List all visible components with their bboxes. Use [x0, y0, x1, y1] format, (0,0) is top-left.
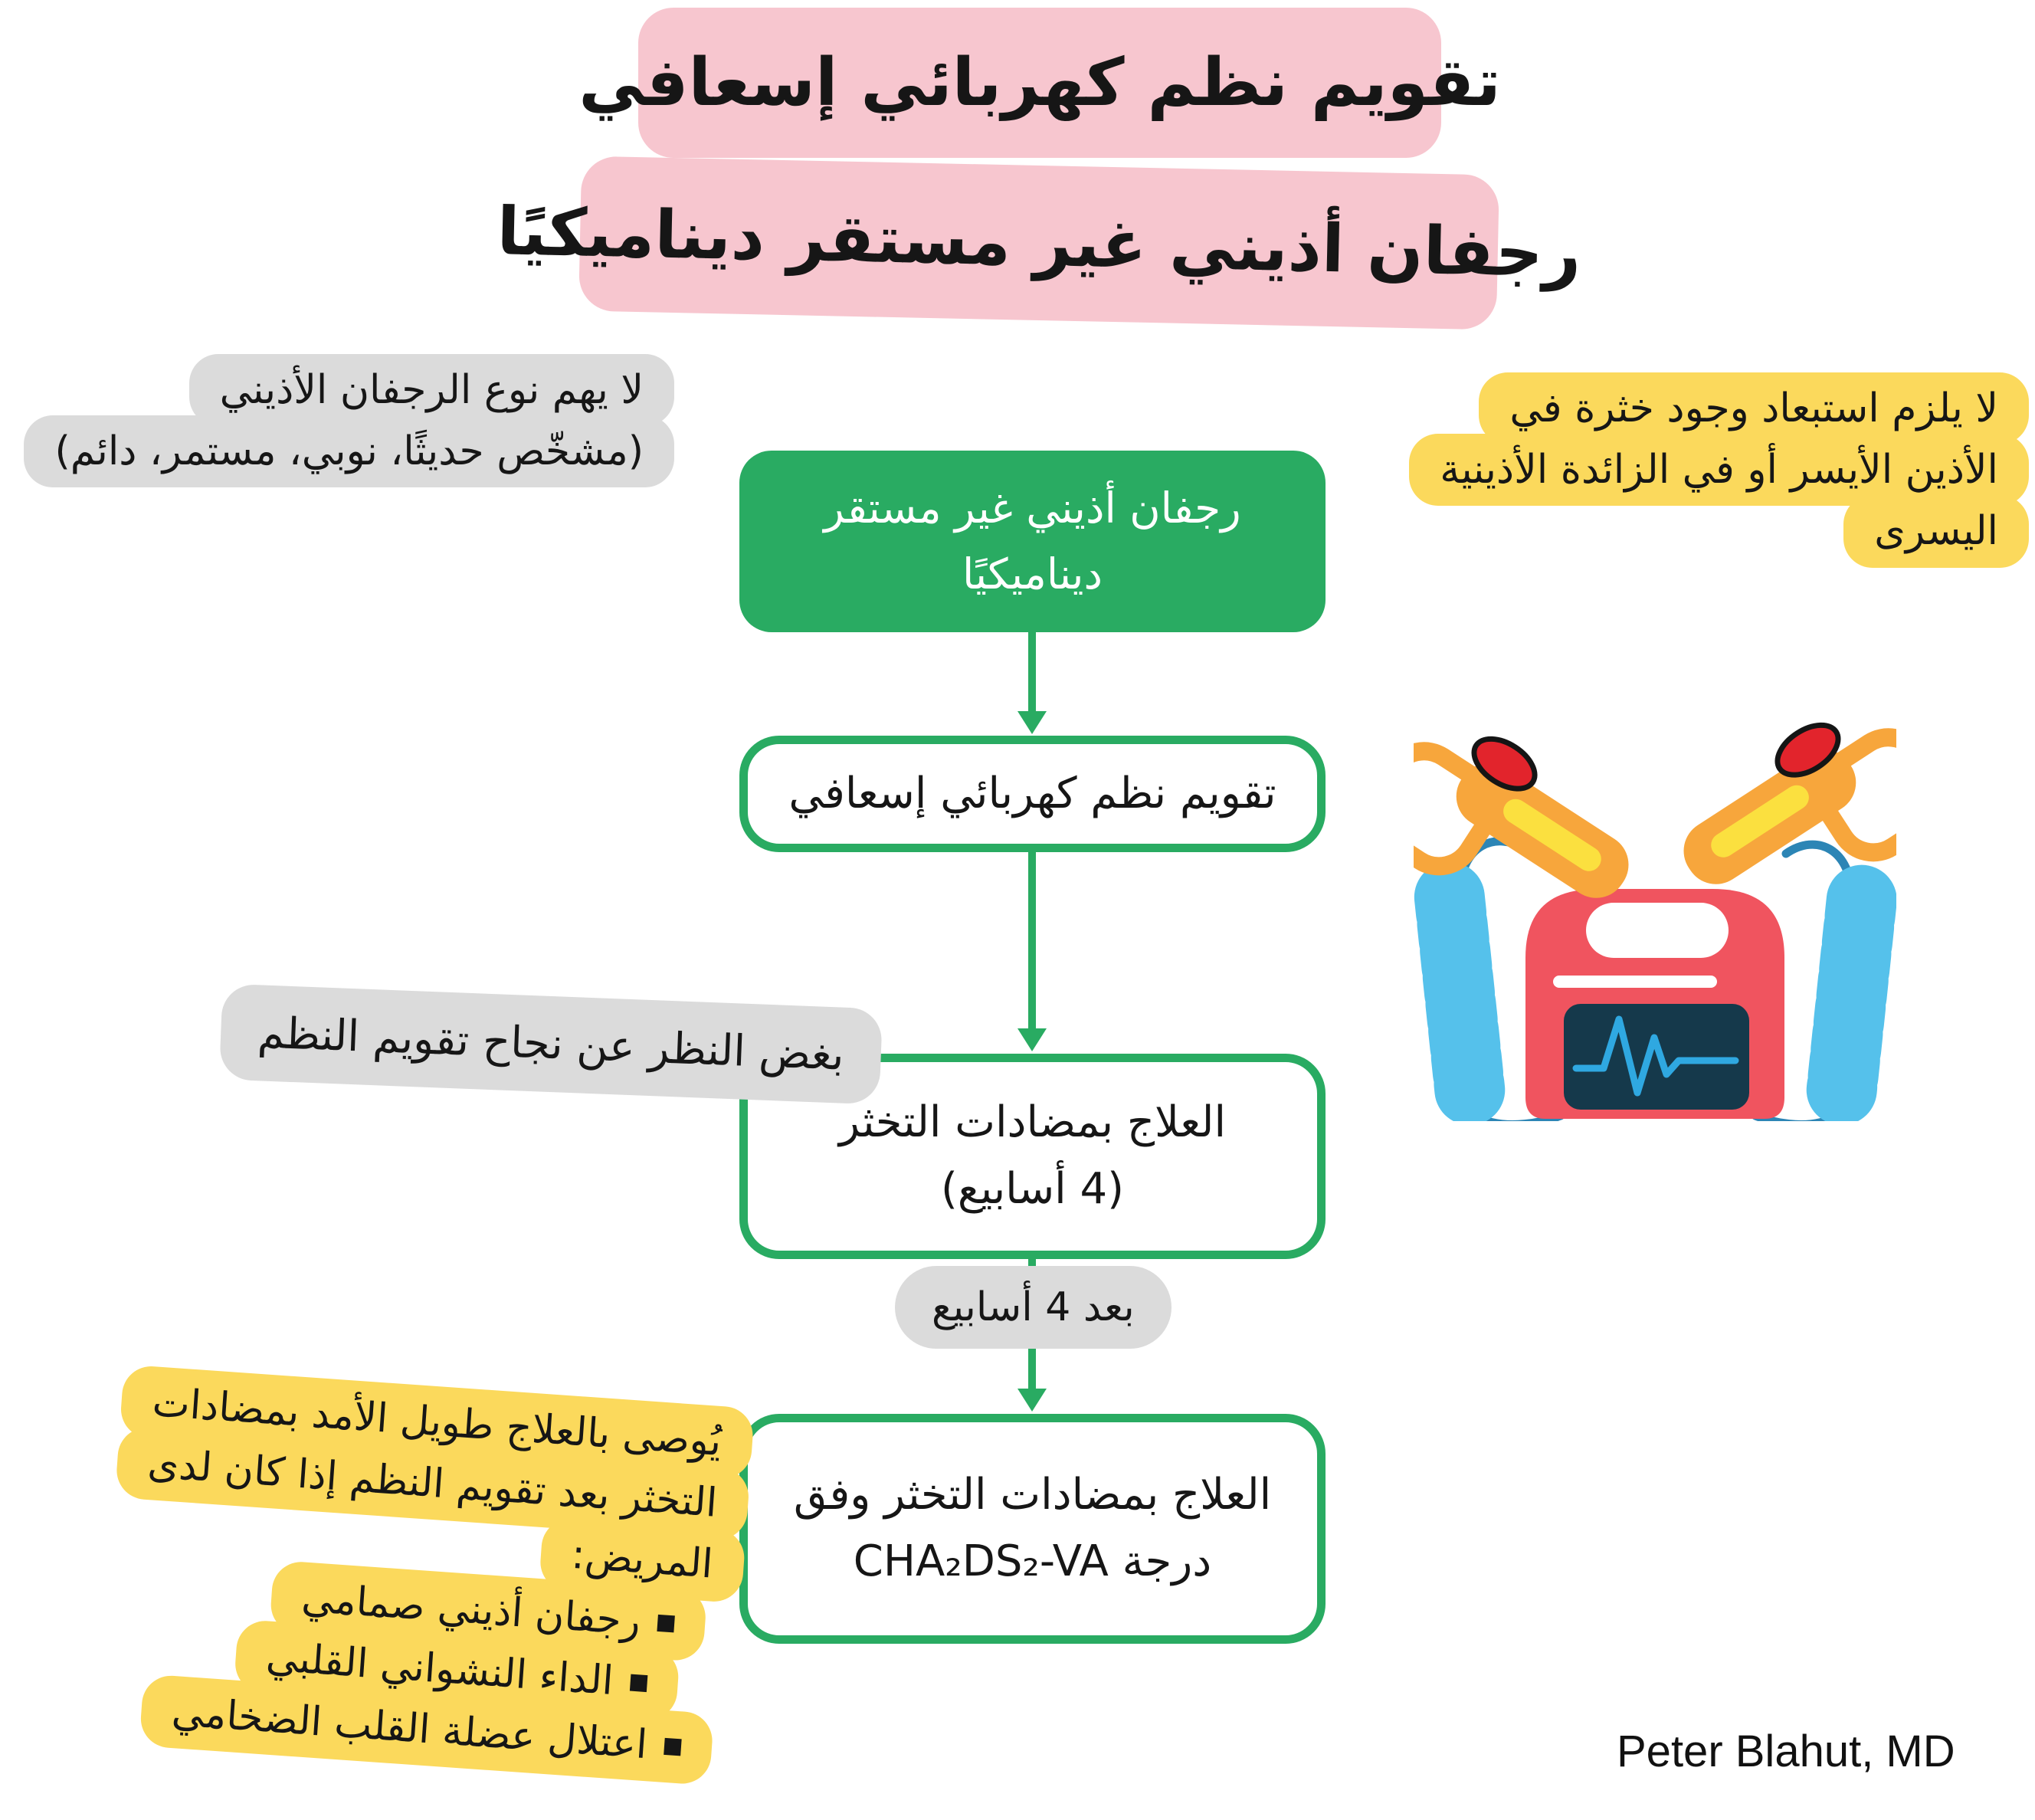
- arrow-down-icon: [1018, 711, 1047, 734]
- flow-anticoag-4w-line-2: (4 أسابيع): [941, 1164, 1124, 1214]
- defib-screen: [1564, 1004, 1749, 1110]
- flow-cardioversion-node: تقويم نظم كهربائي إسعافي: [739, 736, 1326, 852]
- flow-anticoag-chads-line-1: العلاج بمضادات التخثر وفق: [793, 1470, 1272, 1520]
- flow-start-line-2: ديناميكيًا: [962, 549, 1103, 598]
- author-credit: Peter Blahut, MD: [1617, 1727, 1955, 1776]
- coiled-cable-right: [1806, 864, 1896, 1121]
- coiled-cable-left: [1414, 861, 1506, 1121]
- paddle-left: [1414, 736, 1629, 898]
- note-af-type-line-1: لا يهم نوع الرجفان الأذيني: [188, 354, 674, 427]
- flow-start-line-1: رجفان أذيني غير مستقر: [824, 484, 1241, 533]
- title-banner-2: رجفان أذيني غير مستقر ديناميكيًا: [496, 156, 1581, 330]
- defib-handle-hole: [1586, 903, 1729, 958]
- label-regardless: بغض النظر عن نجاح تقويم النظم: [218, 983, 883, 1105]
- ecg-trace: [1572, 1015, 1739, 1097]
- note-af-type-line-2: (مشخّص حديثًا، نوبي، مستمر، دائم): [24, 415, 674, 488]
- note-thrombus-line-2: الأذين الأيسر أو في الزائدة الأذينية: [1409, 434, 2029, 507]
- connector-1: [1028, 632, 1036, 713]
- paddle-right: [1683, 722, 1896, 884]
- title-line-1: تقويم نظم كهربائي إسعافي: [578, 44, 1501, 121]
- label-after-4-weeks: بعد 4 أسابيع: [895, 1266, 1172, 1349]
- bullet-square-icon: [657, 1614, 675, 1632]
- defibrillator-illustration: [1414, 722, 1896, 1121]
- note-long-term-recommendation: يُوصى بالعلاج طويل الأمد بمضادات التخثر …: [98, 1364, 755, 1786]
- note-thrombus: لا يلزم استبعاد وجود خثرة في الأذين الأي…: [1409, 372, 2029, 568]
- bullet-square-icon: [664, 1737, 682, 1756]
- title-banner-1: تقويم نظم كهربائي إسعافي: [578, 8, 1501, 158]
- flow-anticoag-chads-line-2: درجة CHA₂DS₂-VA: [853, 1536, 1212, 1586]
- flow-cardioversion-label: تقويم نظم كهربائي إسعافي: [788, 768, 1276, 818]
- title-line-2: رجفان أذيني غير مستقر ديناميكيًا: [496, 193, 1582, 293]
- bullet-square-icon: [629, 1674, 648, 1692]
- note-af-type: لا يهم نوع الرجفان الأذيني (مشخّص حديثًا…: [24, 354, 674, 488]
- arrow-down-icon: [1018, 1389, 1047, 1412]
- flow-start-node: رجفان أذيني غير مستقر ديناميكيًا: [739, 451, 1326, 632]
- connector-2: [1028, 852, 1036, 1030]
- flow-anticoag-4w-line-1: العلاج بمضادات التخثر: [838, 1097, 1227, 1148]
- flow-anticoag-chads-node: العلاج بمضادات التخثر وفق درجة CHA₂DS₂-V…: [739, 1414, 1326, 1644]
- arrow-down-icon: [1018, 1028, 1047, 1051]
- note-thrombus-line-3: اليسرى: [1843, 495, 2029, 568]
- note-thrombus-line-1: لا يلزم استبعاد وجود خثرة في: [1479, 372, 2029, 445]
- defib-stripe: [1553, 976, 1717, 988]
